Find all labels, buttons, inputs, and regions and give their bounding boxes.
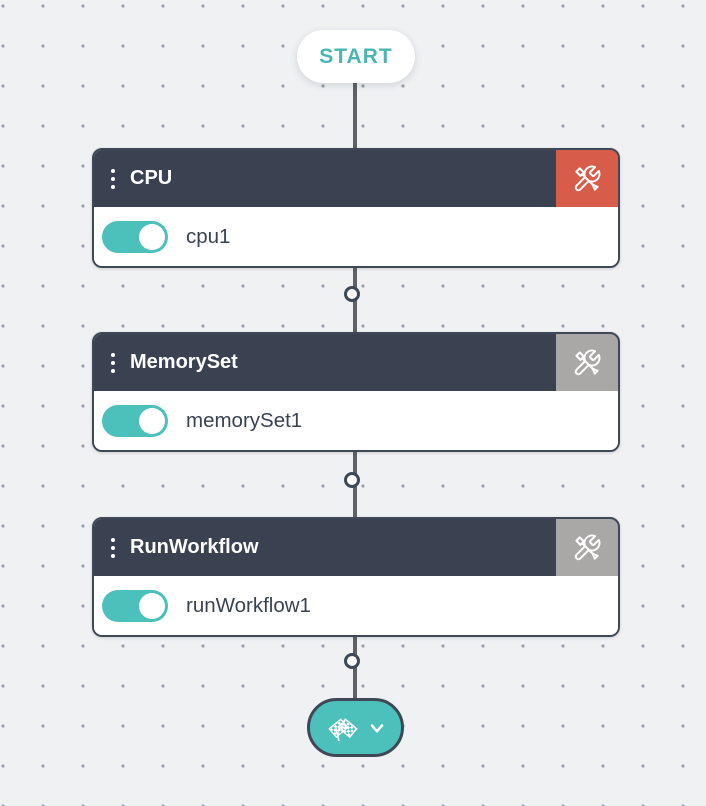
- task-node-cpu[interactable]: CPU cpu1: [92, 148, 620, 268]
- task-node-header: CPU: [94, 150, 618, 207]
- tools-icon: [574, 349, 601, 375]
- task-node-body: runWorkflow1: [94, 576, 618, 635]
- task-node-title: RunWorkflow: [130, 536, 259, 558]
- task-node-title: MemorySet: [130, 351, 238, 373]
- task-tools-button[interactable]: [556, 519, 618, 576]
- task-node-header: RunWorkflow: [94, 519, 618, 576]
- task-node-memoryset[interactable]: MemorySet memorySet1: [92, 332, 620, 452]
- task-id-label: cpu1: [186, 224, 231, 248]
- drag-handle-icon[interactable]: [111, 168, 115, 189]
- connector-point[interactable]: [344, 286, 360, 302]
- checkered-flags-icon: [327, 717, 358, 741]
- drag-handle-icon[interactable]: [111, 352, 115, 373]
- task-id-label: runWorkflow1: [186, 593, 311, 617]
- task-tools-button[interactable]: [556, 150, 618, 207]
- chevron-down-icon[interactable]: [367, 718, 387, 738]
- task-node-header: MemorySet: [94, 334, 618, 391]
- end-node[interactable]: [307, 698, 404, 757]
- task-id-label: memorySet1: [186, 408, 303, 432]
- task-enabled-toggle[interactable]: [102, 404, 168, 437]
- tools-icon: [574, 165, 601, 191]
- task-node-body: memorySet1: [94, 391, 618, 450]
- connector-point[interactable]: [344, 653, 360, 669]
- start-node: START: [297, 30, 415, 83]
- task-node-body: cpu1: [94, 207, 618, 266]
- connector-point[interactable]: [344, 472, 360, 488]
- task-node-runworkflow[interactable]: RunWorkflow runWorkflow1: [92, 517, 620, 637]
- start-node-label: START: [319, 44, 393, 68]
- task-enabled-toggle[interactable]: [102, 589, 168, 622]
- drag-handle-icon[interactable]: [111, 537, 115, 558]
- task-enabled-toggle[interactable]: [102, 220, 168, 253]
- task-node-title: CPU: [130, 167, 173, 189]
- task-tools-button[interactable]: [556, 334, 618, 391]
- tools-icon: [574, 534, 601, 560]
